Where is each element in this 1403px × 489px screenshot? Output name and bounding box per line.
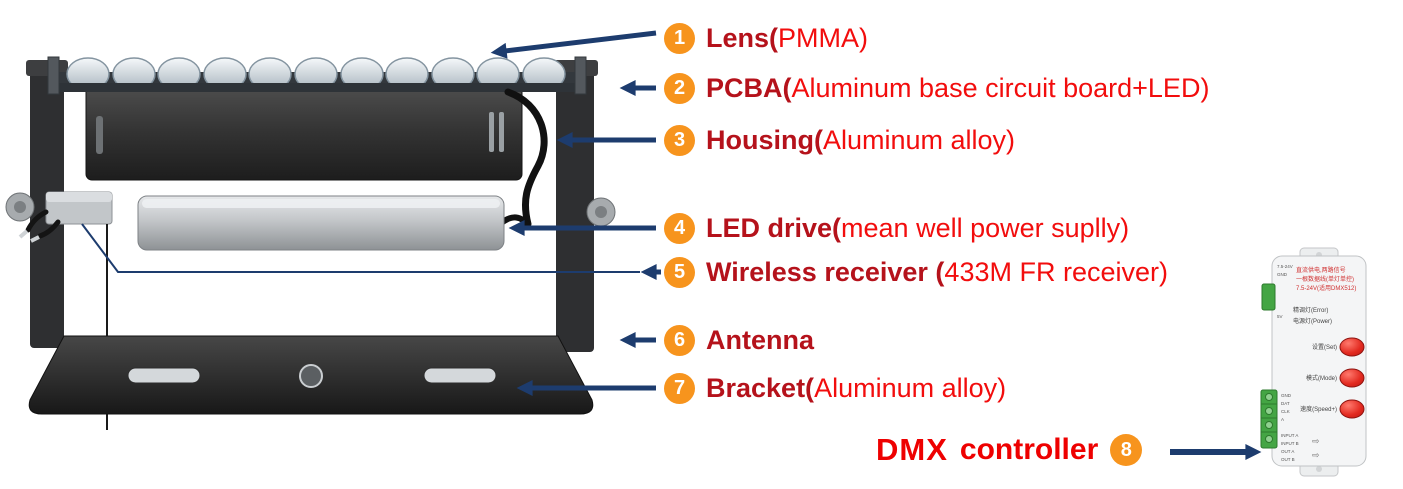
dmx-brand-text: DMX bbox=[876, 432, 948, 467]
controller-buttons: 设置(Set) 模式(Mode) 速度(Speed+) bbox=[1300, 337, 1365, 419]
lens-endcap-right bbox=[574, 56, 587, 95]
controller-button-speed-label: 速度(Speed+) bbox=[1300, 405, 1337, 413]
part-name: Antenna bbox=[706, 324, 814, 355]
svg-text:DAT: DAT bbox=[1281, 401, 1290, 406]
controller-button-set-label: 设置(Set) bbox=[1312, 343, 1337, 351]
badge-7: 7 bbox=[664, 372, 695, 404]
badge-5: 5 bbox=[664, 256, 695, 288]
dmx-label-text: controller bbox=[959, 433, 1099, 466]
svg-text:直流供电,两路信号: 直流供电,两路信号 bbox=[1296, 266, 1346, 274]
callout-housing: 3 Housing(Aluminum alloy) bbox=[664, 124, 1015, 156]
callout-lens: 1 Lens(PMMA) bbox=[664, 22, 868, 54]
badge-3: 3 bbox=[664, 124, 695, 156]
callout-antenna: 6 Antenna bbox=[664, 324, 814, 356]
part-name: Bracket( bbox=[706, 372, 815, 403]
svg-text:OUT B: OUT B bbox=[1281, 457, 1295, 462]
housing-vent-right-1 bbox=[489, 112, 494, 152]
svg-text:GND: GND bbox=[1277, 272, 1288, 277]
controller-pin-labels-top: 7.5-24V GND 5V bbox=[1277, 264, 1293, 319]
part-name: PCBA( bbox=[706, 72, 792, 103]
svg-text:7.5-24V: 7.5-24V bbox=[1277, 264, 1293, 269]
part-name: Lens( bbox=[706, 22, 779, 53]
controller-arrow-glyphs: ⇨ ⇨ bbox=[1312, 436, 1320, 460]
part-name: LED drive( bbox=[706, 212, 842, 243]
part-desc: 433M FR receiver) bbox=[944, 256, 1168, 287]
housing bbox=[85, 83, 523, 181]
pivot-knob-right bbox=[586, 197, 616, 227]
part-desc: mean well power suplly) bbox=[841, 212, 1130, 243]
svg-text:INPUT A: INPUT A bbox=[1281, 433, 1298, 438]
svg-text:一根数据线(单灯单控): 一根数据线(单灯单控) bbox=[1296, 275, 1354, 283]
controller-button-mode[interactable] bbox=[1339, 368, 1365, 388]
callout-led-drive: 4 LED drive(mean well power suplly) bbox=[664, 212, 1129, 244]
receiver-connector-line bbox=[81, 223, 640, 273]
svg-text:5V: 5V bbox=[1277, 314, 1283, 319]
controller-button-speed[interactable] bbox=[1339, 399, 1365, 419]
svg-text:电源灯(Power): 电源灯(Power) bbox=[1293, 317, 1332, 325]
part-name: Housing( bbox=[706, 124, 823, 155]
svg-text:GND: GND bbox=[1281, 393, 1292, 398]
dmx-controller-device: 直流供电,两路信号 一根数据线(单灯单控) 7.5-24V(适用DMX512) … bbox=[1260, 247, 1367, 477]
bracket-slot-left bbox=[127, 367, 201, 384]
controller-button-mode-label: 模式(Mode) bbox=[1306, 374, 1337, 382]
lens-domes bbox=[66, 57, 566, 91]
led-driver bbox=[137, 195, 505, 251]
housing-vent-right-2 bbox=[499, 112, 504, 152]
callout-housing-text: Housing(Aluminum alloy) bbox=[706, 124, 1016, 155]
callout-bracket-text: Bracket(Aluminum alloy) bbox=[706, 372, 1007, 403]
wireless-receiver-box bbox=[45, 191, 113, 225]
callout-lens-text: Lens(PMMA) bbox=[706, 22, 869, 53]
callout-arrows bbox=[81, 30, 1262, 460]
controller-status-labels: 精调灯(Error) 电源灯(Power) bbox=[1293, 306, 1332, 325]
part-desc: Aluminum base circuit board+LED) bbox=[791, 72, 1210, 103]
power-cable bbox=[504, 88, 548, 228]
controller-top-text: 直流供电,两路信号 一根数据线(单灯单控) 7.5-24V(适用DMX512) bbox=[1296, 266, 1356, 292]
callout-pcba: 2 PCBA(Aluminum base circuit board+LED) bbox=[664, 72, 1209, 104]
bracket-hole bbox=[299, 364, 323, 388]
controller-pin-labels-bottom: GND DAT CLK A INPUT A INPUT B OUT A OUT … bbox=[1281, 393, 1299, 462]
svg-text:⇨: ⇨ bbox=[1312, 450, 1320, 460]
bracket-slot-right bbox=[423, 367, 497, 384]
badge-1: 1 bbox=[664, 22, 695, 54]
callout-led-drive-text: LED drive(mean well power suplly) bbox=[706, 212, 1130, 243]
callout-dmx-controller: DMX controller 8 bbox=[876, 432, 1143, 468]
controller-green-connector-top bbox=[1261, 283, 1276, 311]
badge-4: 4 bbox=[664, 212, 695, 244]
svg-text:精调灯(Error): 精调灯(Error) bbox=[1293, 306, 1328, 314]
callout-wireless-receiver-text: Wireless receiver (433M FR receiver) bbox=[706, 256, 1168, 287]
badge-2: 2 bbox=[664, 72, 695, 104]
part-desc: PMMA) bbox=[778, 22, 869, 53]
badge-6: 6 bbox=[664, 324, 695, 356]
input-wires bbox=[18, 209, 61, 243]
callout-pcba-text: PCBA(Aluminum base circuit board+LED) bbox=[706, 72, 1210, 103]
callout-antenna-text: Antenna bbox=[706, 324, 814, 355]
floodlight-illustration bbox=[5, 56, 616, 430]
pivot-knob-left bbox=[5, 192, 35, 222]
svg-text:OUT A: OUT A bbox=[1281, 449, 1294, 454]
callout-wireless-receiver: 5 Wireless receiver (433M FR receiver) bbox=[664, 256, 1168, 288]
part-desc: Aluminum alloy) bbox=[814, 372, 1007, 403]
badge-8: 8 bbox=[1110, 434, 1143, 466]
lens-endcap-left bbox=[47, 56, 60, 95]
svg-text:A: A bbox=[1281, 417, 1284, 422]
arrow-lens bbox=[490, 30, 657, 59]
lens-bar bbox=[47, 56, 587, 95]
terminal-block-green bbox=[1260, 389, 1278, 449]
svg-text:CLK: CLK bbox=[1281, 409, 1290, 414]
callout-bracket: 7 Bracket(Aluminum alloy) bbox=[664, 372, 1006, 404]
controller-button-set[interactable] bbox=[1339, 337, 1365, 357]
part-desc: Aluminum alloy) bbox=[822, 124, 1016, 155]
part-name: Wireless receiver ( bbox=[706, 256, 945, 287]
svg-text:⇨: ⇨ bbox=[1312, 436, 1320, 446]
svg-text:INPUT B: INPUT B bbox=[1281, 441, 1299, 446]
svg-text:7.5-24V(适用DMX512): 7.5-24V(适用DMX512) bbox=[1296, 284, 1356, 292]
bracket-base bbox=[28, 335, 594, 415]
housing-vent-left bbox=[96, 116, 103, 154]
